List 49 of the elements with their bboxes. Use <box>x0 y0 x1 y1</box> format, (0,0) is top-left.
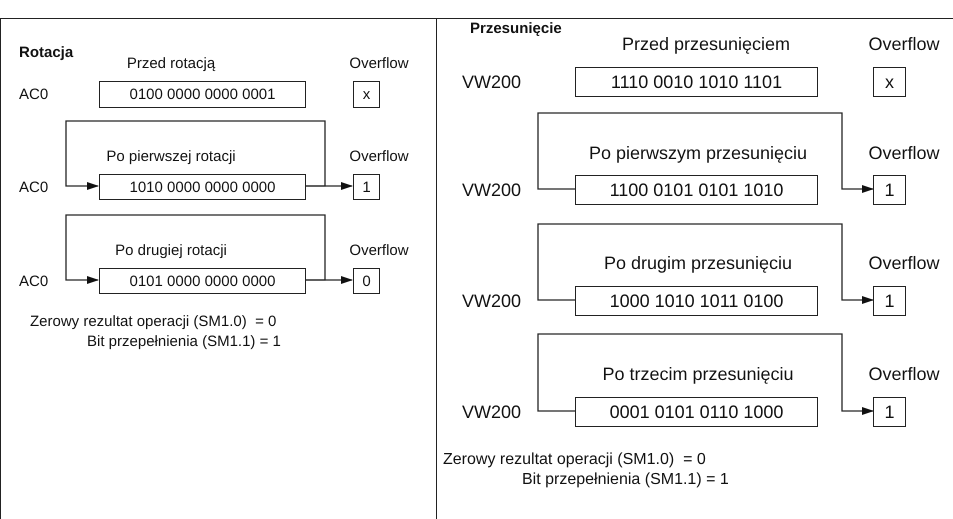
status-note: Bit przepełnienia (SM1.1) = 1 <box>522 472 729 488</box>
overflow-caption: Overflow <box>868 254 940 272</box>
overflow-box: 0 <box>353 268 380 294</box>
overflow-box: 1 <box>353 174 380 200</box>
panel <box>0 18 437 519</box>
register-caption: Po drugiej rotacji <box>115 243 227 258</box>
register-box: 1110 0010 1010 1101 <box>575 67 818 97</box>
register-name: AC0 <box>19 274 48 288</box>
arrow <box>65 120 326 190</box>
register-name: VW200 <box>462 292 522 310</box>
register-name: AC0 <box>19 87 48 102</box>
register-box: 1100 0101 0101 1010 <box>575 175 818 205</box>
register-name: VW200 <box>462 73 522 91</box>
register-name: AC0 <box>19 180 48 194</box>
overflow-caption: Overflow <box>868 35 940 53</box>
register-box: 1000 1010 1011 0100 <box>575 286 818 316</box>
status-note: Zerowy rezultat operacji (SM1.0) = 0 <box>443 452 706 468</box>
overflow-caption: Overflow <box>868 144 940 162</box>
status-note: Zerowy rezultat operacji (SM1.0) = 0 <box>30 314 276 329</box>
register-box: 0101 0000 0000 0000 <box>99 268 306 294</box>
panel-title: Rotacja <box>19 45 74 60</box>
overflow-box: 1 <box>873 175 906 205</box>
register-box: 0001 0101 0110 1000 <box>575 397 818 427</box>
register-box: 0100 0000 0000 0001 <box>99 81 306 108</box>
overflow-box: 1 <box>873 286 906 316</box>
overflow-caption: Overflow <box>349 149 409 164</box>
overflow-caption: Overflow <box>349 243 409 258</box>
overflow-box: 1 <box>873 397 906 427</box>
overflow-box: x <box>873 67 906 97</box>
arrow <box>305 182 353 190</box>
register-box: 1010 0000 0000 0000 <box>99 174 306 200</box>
register-caption: Po trzecim przesunięciu <box>602 365 794 383</box>
register-caption: Po pierwszym przesunięciu <box>588 144 808 162</box>
panel-title: Przesunięcie <box>470 21 562 36</box>
register-caption: Przed przesunięciem <box>622 35 790 53</box>
overflow-caption: Overflow <box>349 56 409 71</box>
overflow-caption: Overflow <box>868 365 940 383</box>
arrow <box>65 214 326 284</box>
register-caption: Po pierwszej rotacji <box>106 149 236 164</box>
arrow <box>305 276 353 284</box>
register-name: VW200 <box>462 181 522 199</box>
arrow <box>537 223 874 304</box>
register-caption: Po drugim przesunięciu <box>604 254 792 272</box>
arrow <box>537 112 874 193</box>
arrow <box>537 333 874 415</box>
status-note: Bit przepełnienia (SM1.1) = 1 <box>87 334 281 349</box>
register-caption: Przed rotacją <box>126 56 216 71</box>
register-name: VW200 <box>462 403 522 421</box>
overflow-box: x <box>353 81 380 108</box>
